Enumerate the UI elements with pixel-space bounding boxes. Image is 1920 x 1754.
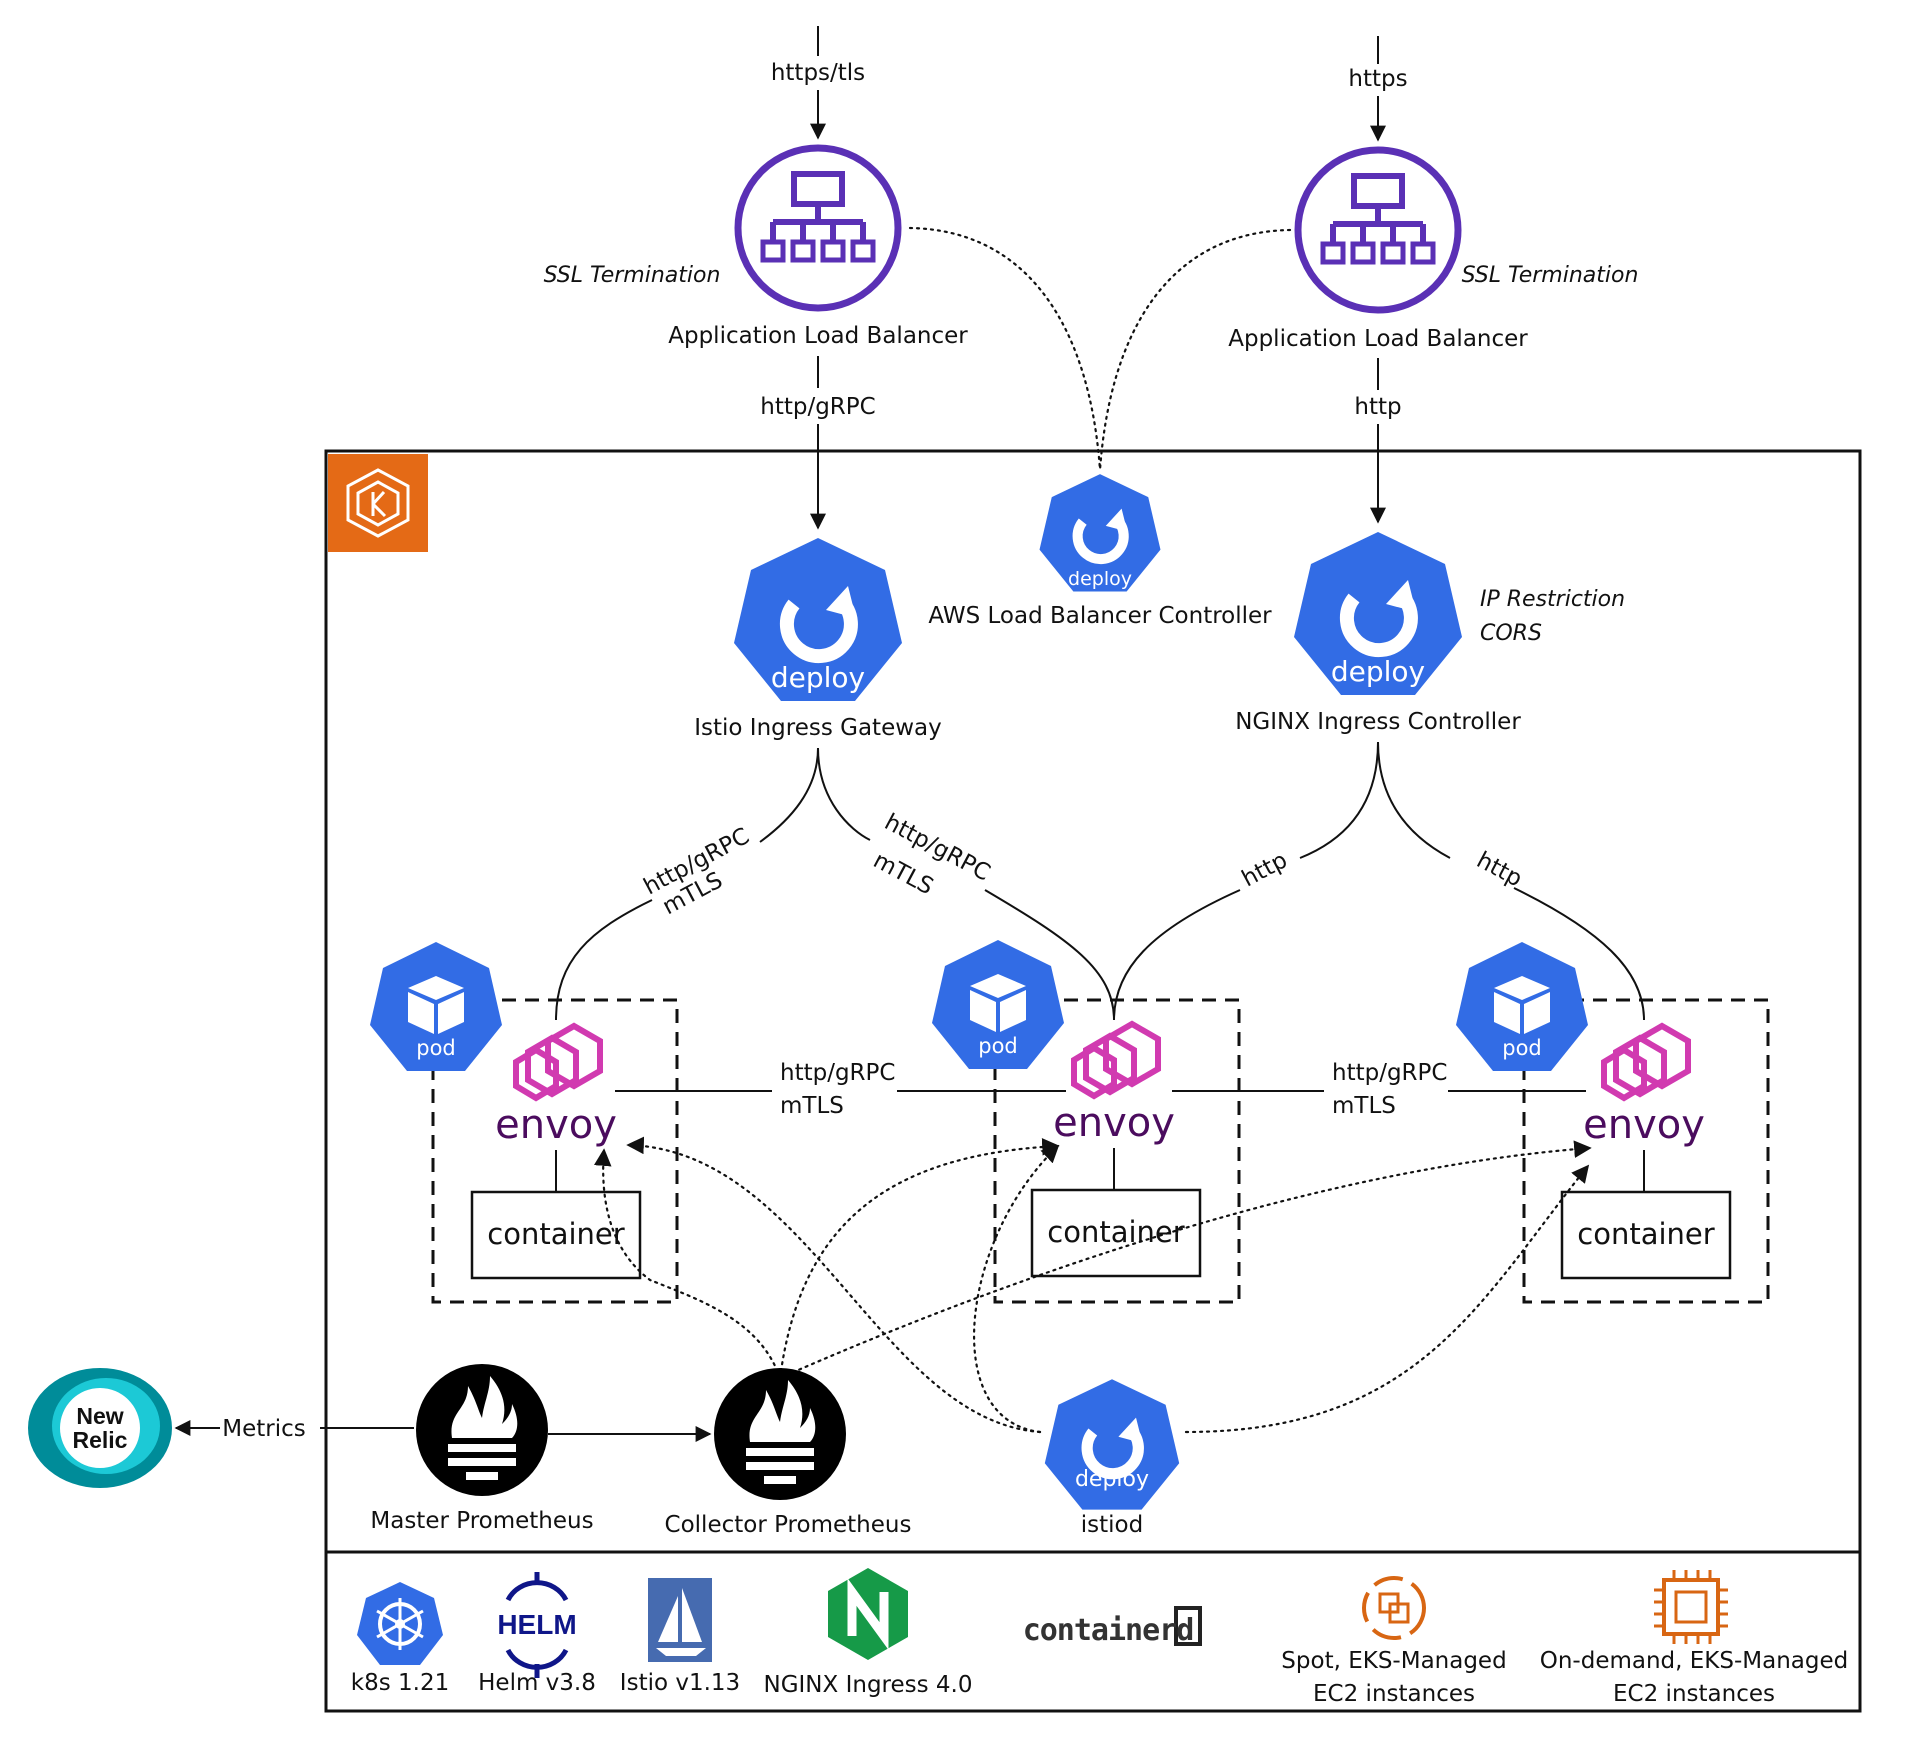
collector-prometheus-icon	[714, 1368, 846, 1500]
gateway-to-pod2-link	[817, 747, 1115, 1021]
collector-prometheus-label: Collector Prometheus	[665, 1512, 912, 1538]
pod-1-boundary	[431, 998, 679, 1304]
collector-scrape-pod1-link	[593, 1148, 782, 1380]
newrelic-logo-icon	[28, 1368, 172, 1488]
pod-1-container-box	[470, 1190, 642, 1280]
nginx-controller-icon-text: deploy	[1331, 655, 1425, 688]
pod-3-container-box	[1560, 1190, 1732, 1280]
pod-3-envoy-text: envoy	[1583, 1102, 1705, 1148]
edge-pod12-line1: http/gRPC	[780, 1060, 895, 1086]
alb-left-icon	[738, 148, 898, 308]
istiod-to-pod2-link	[973, 1144, 1060, 1434]
nginx-to-pod2-link	[1113, 741, 1379, 1021]
protocol-https-label: https	[1348, 66, 1407, 92]
pod-3-badge-text: pod	[1502, 1036, 1542, 1060]
nginx-to-pod3-link	[1377, 741, 1645, 1021]
pod-3-container-label: container	[1577, 1217, 1714, 1251]
pod-2-container-label: container	[1047, 1215, 1184, 1249]
ondemand-ec2-chip-icon	[1654, 1570, 1728, 1644]
alb-right-icon	[1298, 150, 1458, 310]
master-prometheus-icon	[416, 1364, 548, 1496]
helm-logo-icon	[505, 1572, 569, 1678]
istiod-to-pod3-link	[1184, 1164, 1590, 1434]
eks-cluster-boundary	[324, 449, 1862, 1713]
istiod-icon-text: deploy	[1075, 1467, 1149, 1492]
containerd-logo-icon	[1174, 1606, 1202, 1646]
pod-1-badge-text: pod	[416, 1036, 456, 1060]
nginx-note-ip-restriction: IP Restriction	[1480, 587, 1625, 612]
pod-3-envoy-logo-icon	[1604, 1026, 1688, 1098]
edge-pod23-line1: http/gRPC	[1332, 1060, 1447, 1086]
istio-gateway-icon-text: deploy	[771, 661, 865, 694]
pod-3-boundary	[1522, 998, 1770, 1304]
master-prometheus-label: Master Prometheus	[370, 1508, 593, 1534]
newrelic-text-line2: Relic	[73, 1427, 128, 1453]
lb-controller-label: AWS Load Balancer Controller	[928, 603, 1272, 629]
pod-1-envoy-logo-icon	[516, 1026, 600, 1098]
edge-pod23-line2: mTLS	[1332, 1093, 1396, 1119]
legend-k8s-label: k8s 1.21	[351, 1670, 449, 1696]
pod-2-envoy-text: envoy	[1053, 1100, 1175, 1146]
pod-2-boundary	[993, 998, 1241, 1304]
eks-badge-icon	[328, 454, 428, 552]
pod-1-container-label: container	[487, 1217, 624, 1251]
lb-controller-icon-text: deploy	[1068, 568, 1132, 590]
alb-right-label: Application Load Balancer	[1228, 326, 1528, 352]
newrelic-text-line1: New	[76, 1403, 123, 1429]
nginx-controller-label: NGINX Ingress Controller	[1235, 709, 1521, 735]
helm-logo-text: HELM	[497, 1609, 576, 1640]
alb-left-ssl-note: SSL Termination	[544, 263, 721, 288]
alb-left-out-protocol: http/gRPC	[760, 394, 875, 420]
alb-left-label: Application Load Balancer	[668, 323, 968, 349]
istiod-to-pod1-link	[626, 1136, 1042, 1434]
metrics-edge-label: Metrics	[222, 1416, 306, 1442]
lb-controller-to-alb-right-link	[1098, 228, 1292, 472]
alb-right-out-protocol: http	[1354, 394, 1401, 420]
legend-spot-line1: Spot, EKS-Managed	[1281, 1648, 1506, 1674]
legend-istio-label: Istio v1.13	[620, 1670, 740, 1696]
k8s-logo-icon	[357, 1582, 443, 1665]
nginx-note-cors: CORS	[1480, 621, 1542, 646]
legend-helm-label: Helm v3.8	[478, 1670, 596, 1696]
protocol-https-tls-label: https/tls	[771, 60, 865, 86]
nginx-logo-icon	[828, 1568, 908, 1660]
legend-spot-line2: EC2 instances	[1313, 1681, 1475, 1707]
istio-gateway-label: Istio Ingress Gateway	[694, 715, 942, 741]
edge-pod12-line2: mTLS	[780, 1093, 844, 1119]
legend-nginx-label: NGINX Ingress 4.0	[764, 1672, 973, 1698]
legend-ondemand-line1: On-demand, EKS-Managed	[1540, 1648, 1849, 1674]
containerd-logo-text: containerd	[1023, 1613, 1194, 1648]
pod-2-container-box	[1030, 1188, 1202, 1278]
edge-nginx-pod2: http	[1238, 847, 1292, 892]
pod-2-envoy-logo-icon	[1074, 1024, 1158, 1096]
istiod-label: istiod	[1081, 1512, 1143, 1538]
legend-ondemand-line2: EC2 instances	[1613, 1681, 1775, 1707]
edge-nginx-pod3: http	[1472, 847, 1526, 892]
lb-controller-to-alb-left-link	[908, 226, 1102, 472]
pod-2-badge-text: pod	[978, 1034, 1018, 1058]
istio-logo-icon	[648, 1578, 712, 1662]
alb-right-ssl-note: SSL Termination	[1462, 263, 1639, 288]
spot-ec2-icon	[1362, 1576, 1426, 1640]
collector-scrape-pod2-link	[778, 1138, 1060, 1380]
pod-1-envoy-text: envoy	[495, 1102, 617, 1148]
